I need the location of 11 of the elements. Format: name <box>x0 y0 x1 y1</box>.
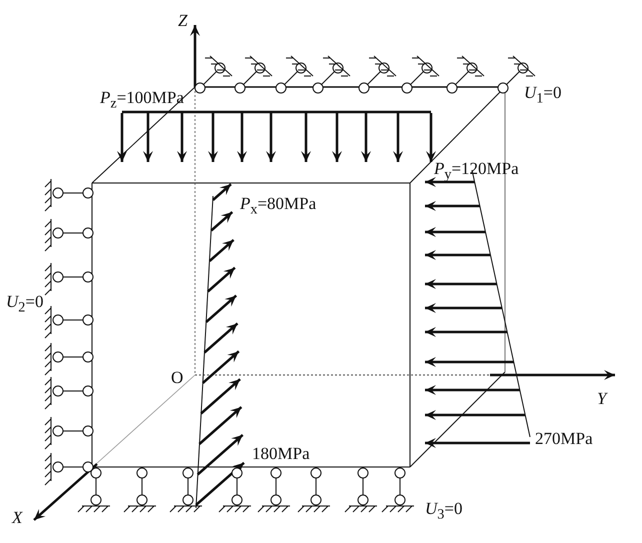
boundary-condition-label: U$_{1}$=0 <box>524 84 562 106</box>
load-label: 180MPa <box>252 445 310 462</box>
axis-label: Y <box>597 390 606 407</box>
boundary-condition-label: U$_{3}$=0 <box>425 500 462 522</box>
origin-label: O <box>171 369 184 386</box>
load-label: 270MPa <box>535 430 593 447</box>
load-label: P$_{z}$=100MPa <box>100 89 184 111</box>
boundary-condition-label: U$_{2}$=0 <box>6 293 44 315</box>
axis-label: Z <box>178 12 188 29</box>
load-label: P$_{x}$=80MPa <box>240 195 316 217</box>
axis-label: X <box>12 509 22 526</box>
